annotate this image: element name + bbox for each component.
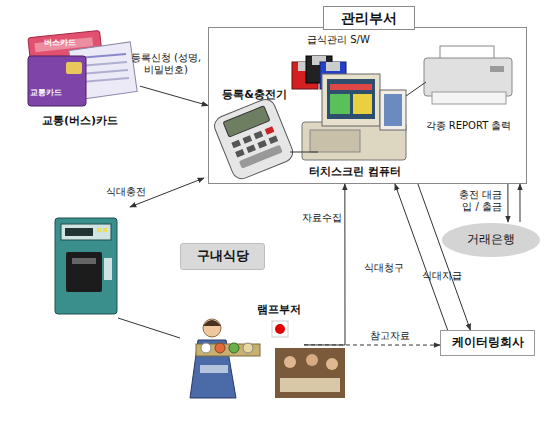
flow-arrow [140, 86, 208, 105]
node-box: 케이터링회사 [440, 330, 535, 356]
flow-arrow [395, 184, 448, 330]
dining-table [280, 378, 340, 392]
food-tray [196, 344, 260, 356]
dish [201, 343, 211, 353]
node-label: 등록&충전기 [222, 89, 287, 102]
device-slot [239, 145, 283, 169]
edge-label: 등록신청 (성명,비밀번호) [128, 52, 204, 76]
monitor-frame [322, 74, 380, 126]
text-label: 교통카드 [30, 88, 74, 98]
screen-bar [353, 94, 372, 114]
printer-tray [432, 92, 506, 104]
device-key [265, 126, 275, 135]
node-label: 거래은행 [467, 233, 515, 247]
leaflet-line [81, 78, 129, 82]
edge-label: 충전 대금 입 / 출금 [448, 189, 502, 213]
dish [243, 343, 253, 353]
section-title: 관리부서 [323, 6, 415, 30]
device-screen [223, 106, 270, 137]
ellipse-fill [442, 223, 540, 257]
leaflet-line [80, 70, 128, 74]
machine-display [65, 228, 93, 236]
buzzer-frame [272, 321, 288, 337]
flow-arrow [519, 184, 520, 222]
device-key [254, 131, 264, 140]
node-label: 각종 REPORT 출력 [426, 120, 512, 132]
text-label: 버스카드 [44, 38, 88, 48]
node-box: 관리부서등록&충전기급식관리 S/W터치스크린 컴퓨터각종 REPORT 출력 [208, 27, 527, 184]
device-body [212, 96, 296, 181]
dish [229, 343, 239, 353]
printer-body [424, 58, 512, 96]
diner [284, 356, 296, 368]
dining-photo [275, 348, 345, 398]
device-key [257, 140, 267, 149]
edge-label: 자료수집 [302, 212, 352, 224]
charger-device [212, 96, 296, 181]
machine-light [103, 228, 107, 232]
node-box: 각종 REPORT 출력 [416, 46, 521, 131]
screen-bar [330, 94, 350, 114]
cable [406, 82, 426, 96]
node-box: 등록&충전기 [213, 89, 296, 181]
edge-label: 식대지급 [422, 270, 472, 282]
person-hair [203, 320, 221, 326]
edge-label: 참고자료 [370, 330, 420, 342]
card-chip [66, 62, 82, 74]
edge-label: 식대청구 [364, 262, 414, 274]
machine-slot [66, 252, 102, 292]
printer-panel [490, 66, 504, 72]
node-label: 램프부저 [257, 304, 301, 317]
machine-panel [61, 224, 111, 240]
node-label: 터치스크린 컴퓨터 [309, 166, 401, 179]
touch-panel [380, 90, 406, 130]
node-box: 급식관리 S/W [291, 34, 386, 96]
flow-arrow [507, 184, 508, 222]
node-label: 케이터링회사 [452, 336, 524, 350]
cable [290, 152, 318, 153]
card-slot [72, 258, 96, 264]
device-key [246, 144, 256, 153]
device-key [268, 135, 278, 144]
pos-keyboard [310, 130, 360, 152]
charging-machine [55, 218, 117, 314]
device-key [242, 135, 252, 144]
person-head [203, 319, 221, 337]
device-key [235, 149, 245, 158]
floppy-shutter [326, 62, 340, 71]
screen-bar [330, 84, 372, 90]
node-label: 교통(버스)카드 [42, 115, 118, 128]
bank-ellipse: 거래은행 [441, 222, 541, 258]
apron [200, 365, 228, 373]
node-label: 급식관리 S/W [307, 34, 370, 46]
flow-arrow [304, 184, 345, 345]
touch-grid [384, 94, 402, 126]
dashed-arrow [304, 344, 440, 345]
monitor-screen [327, 79, 375, 119]
transit-card [28, 56, 86, 106]
diner [306, 354, 318, 366]
machine-light [97, 228, 101, 232]
lamp-buzzer [275, 324, 285, 334]
device-key [231, 140, 241, 149]
dish [215, 343, 225, 353]
machine-keypad [104, 258, 112, 280]
text-label: 식대충전 [106, 186, 156, 198]
node-box: 터치스크린 컴퓨터 [299, 73, 411, 179]
link-line [118, 318, 180, 338]
diner [326, 358, 338, 370]
node-box: 교통(버스)카드 [20, 35, 140, 128]
node-label: 구내식당 [197, 249, 249, 264]
node-box: 램프부저 [254, 304, 304, 348]
node-box: 구내식당 [180, 243, 265, 270]
